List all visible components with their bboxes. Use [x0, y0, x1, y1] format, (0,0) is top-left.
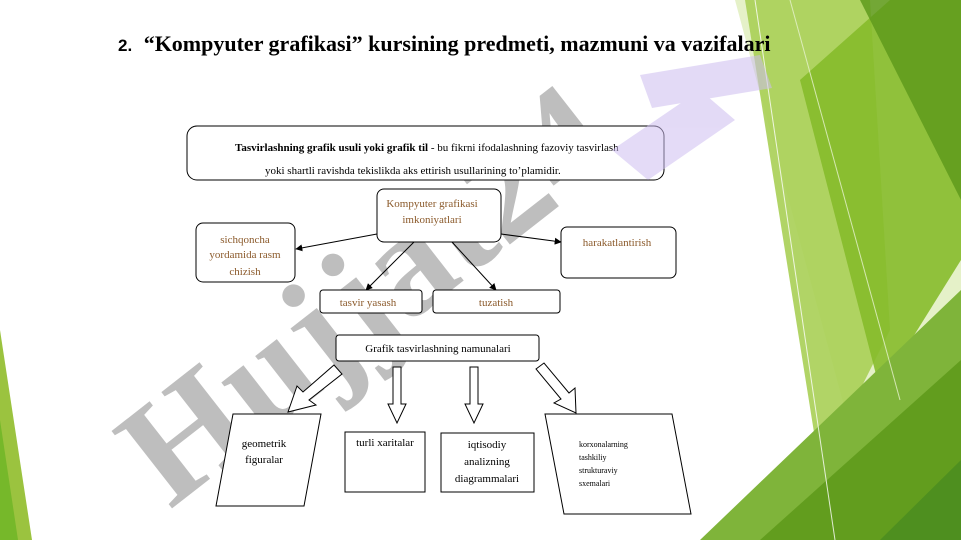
org-line4: sxemalari [579, 479, 611, 488]
decor-green-right [700, 0, 961, 540]
geometric-line2: figuralar [245, 454, 283, 466]
mouse-drawing-line1: sichqoncha [220, 234, 270, 246]
arrow-to-edit [451, 241, 497, 291]
maps-label: turli xaritalar [356, 437, 414, 449]
definition-box: Tasvirlashning grafik usuli yoki grafik … [186, 125, 665, 181]
capabilities-title-2: imkoniyatlari [402, 214, 461, 226]
definition-line2: yoki shartli ravishda tekislikda aks ett… [265, 165, 561, 177]
capability-connectors [295, 233, 562, 291]
block-arrow-economic [464, 366, 484, 425]
economic-diagrams-box: iqtisodiy analizning diagrammalari [440, 432, 535, 493]
economic-line2: analizning [464, 456, 510, 468]
block-arrow-org [535, 362, 577, 414]
maps-box: turli xaritalar [344, 431, 426, 493]
org-line1: korxonalarning [579, 440, 628, 449]
sample-block-arrows [287, 362, 577, 425]
edit-box: tuzatish [432, 289, 561, 314]
samples-title: Grafik tasvirlashning namunalari [365, 343, 510, 355]
samples-box: Grafik tasvirlashning namunalari [335, 334, 540, 362]
definition-bold: Tasvirlashning grafik usuli yoki grafik … [235, 142, 428, 154]
slide-title: 2. “Kompyuter grafikasi” kursining predm… [118, 31, 770, 56]
create-image-box: tasvir yasash [319, 289, 423, 314]
create-image-label: tasvir yasash [340, 297, 397, 309]
block-arrow-maps [387, 366, 407, 425]
mouse-drawing-box: sichqoncha yordamida rasm chizish [195, 222, 296, 283]
slide-title-number: 2. [118, 36, 132, 55]
edit-label: tuzatish [479, 297, 514, 309]
org-line3: strukturaviy [579, 466, 618, 475]
org-line2: tashkiliy [579, 453, 607, 462]
decor-green-left [0, 330, 32, 540]
definition-rest: - bu fikrni ifodalashning fazoviy tasvir… [428, 142, 619, 154]
animation-label: harakatlantirish [583, 237, 652, 249]
block-arrow-geometric [287, 364, 343, 413]
mouse-drawing-line2: yordamida rasm [209, 249, 281, 261]
arrow-to-mouse-drawing [295, 233, 378, 252]
mouse-drawing-line3: chizish [229, 266, 261, 278]
arrow-to-animation [500, 233, 562, 245]
capabilities-title-1: Kompyuter grafikasi [386, 198, 477, 210]
slide-title-text: “Kompyuter grafikasi” kursining predmeti… [144, 31, 771, 56]
economic-line1: iqtisodiy [468, 439, 507, 451]
watermark-overlay [612, 55, 772, 180]
economic-line3: diagrammalari [455, 473, 519, 485]
capabilities-box: Kompyuter grafikasi imkoniyatlari [376, 188, 502, 243]
org-structure-box: korxonalarning tashkiliy strukturaviy sx… [544, 413, 692, 515]
arrow-to-create-image [365, 241, 415, 291]
geometric-figures-box: geometrik figuralar [215, 413, 322, 507]
definition-line1: Tasvirlashning grafik usuli yoki grafik … [235, 142, 619, 154]
animation-box: harakatlantirish [560, 226, 677, 279]
geometric-line1: geometrik [242, 438, 287, 450]
